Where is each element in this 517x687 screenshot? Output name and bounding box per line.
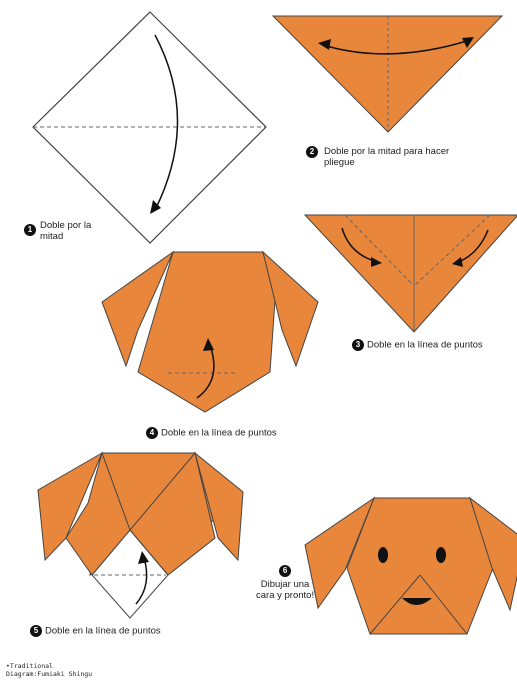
step-2-number: 2 [306,146,318,158]
credit: •Traditional Diagram:Fumiaki Shingu [6,662,92,678]
step-6-number: 6 [279,565,291,577]
step-6-text-line1: Dibujar una [256,579,314,590]
step-3-number: 3 [352,339,364,351]
step-3-triangle [305,215,517,332]
step-4-text: Doble en la línea de puntos [161,428,277,439]
step-5-dog-head [38,453,243,618]
step-2-label: 2 Doble por la mitad para hacer pliegue [306,146,449,168]
step-2-text-line1: Doble por la mitad para hacer [324,146,449,157]
step-5-number: 5 [30,625,42,637]
left-eye [378,547,388,563]
step-4-number: 4 [146,427,158,439]
step-1-number: 1 [24,224,36,236]
step-4-dog-head [102,252,318,412]
step-1-square [33,12,266,243]
step-5-text: Doble en la línea de puntos [45,626,161,637]
right-eye [436,547,446,563]
step-1-text-line2: mitad [40,231,91,242]
credit-line1: •Traditional [6,662,92,670]
step-1-label: 1 Doble por la mitad [24,220,91,242]
step-6-dog-face [305,498,517,634]
credit-line2: Diagram:Fumiaki Shingu [6,670,92,678]
step-3-text: Doble en la línea de puntos [367,340,483,351]
step-1-text-line1: Doble por la [40,220,91,231]
step-6-text-line2: cara y pronto! [256,590,314,601]
step-2-text-line2: pliegue [324,157,449,168]
step-6-label: 6 Dibujar una cara y pronto! [256,565,314,601]
step-2-triangle [273,16,502,132]
